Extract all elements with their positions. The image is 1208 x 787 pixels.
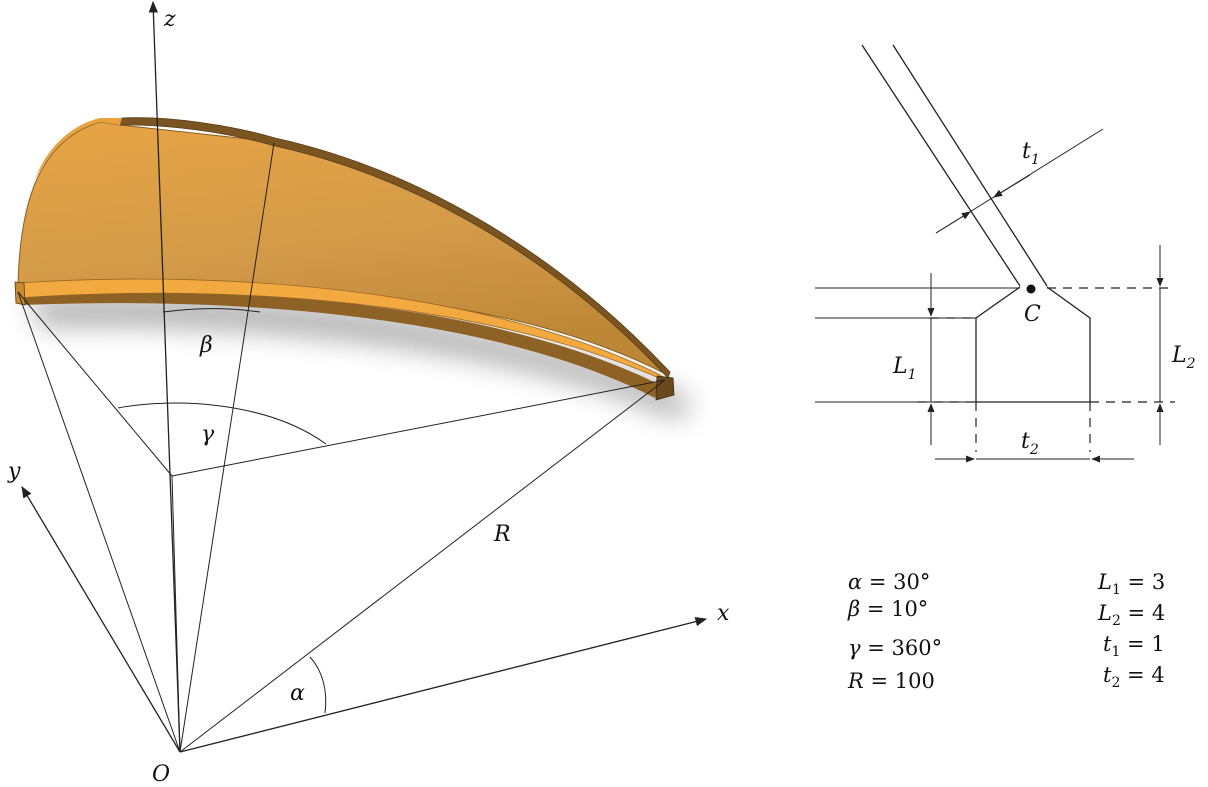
t1-arrow-right bbox=[993, 174, 1031, 198]
construction-lines bbox=[17, 142, 666, 753]
t1-label: t1 bbox=[1022, 139, 1040, 168]
param-t1: t1 = 1 bbox=[1103, 632, 1165, 660]
wall-left-line bbox=[861, 44, 1021, 287]
z-axis-label: z bbox=[163, 7, 176, 32]
shell-shadow bbox=[30, 298, 690, 420]
radius-label: R bbox=[493, 522, 511, 547]
beta-label: β bbox=[199, 333, 213, 358]
cross-section bbox=[815, 44, 1175, 463]
line-o-to-left-edge bbox=[17, 291, 181, 753]
y-axis-label: y bbox=[7, 459, 21, 484]
alpha-arc bbox=[309, 656, 327, 714]
line-center-to-left bbox=[17, 291, 173, 477]
line-o-to-right-edge bbox=[179, 379, 666, 753]
l2-label: L2 bbox=[1171, 343, 1196, 372]
t1-arrow-left bbox=[935, 211, 971, 234]
param-radius: R = 100 bbox=[847, 669, 935, 693]
flange-profile bbox=[975, 286, 1091, 403]
y-axis bbox=[21, 485, 181, 753]
line-o-to-apex bbox=[179, 142, 275, 753]
gamma-label: γ bbox=[201, 422, 215, 447]
parameter-list-left: α = 30° β = 10° γ = 360° R = 100 bbox=[847, 570, 942, 693]
alpha-label: α bbox=[290, 681, 305, 706]
x-axis-label: x bbox=[717, 601, 730, 626]
l1-label: L1 bbox=[892, 354, 917, 383]
param-l2: L2 = 4 bbox=[1097, 601, 1165, 629]
z-axis bbox=[148, 0, 181, 753]
shell-rim-top-left bbox=[35, 118, 122, 180]
beta-arc bbox=[162, 308, 261, 313]
centroid-point bbox=[1026, 284, 1036, 294]
gamma-arc bbox=[117, 402, 327, 445]
param-beta: β = 10° bbox=[847, 597, 928, 621]
t2-label: t2 bbox=[1021, 429, 1039, 458]
axes bbox=[21, 0, 708, 753]
c-label: C bbox=[1024, 302, 1041, 327]
shell-3d-view bbox=[14, 117, 690, 420]
param-gamma: γ = 360° bbox=[848, 636, 942, 660]
parameter-list-right: L1 = 3 L2 = 4 t1 = 1 t2 = 4 bbox=[1097, 570, 1165, 691]
shell-rim-front-lower bbox=[18, 293, 660, 398]
shell-end-cap-left bbox=[14, 281, 26, 306]
shell-end-cap-right bbox=[655, 375, 675, 401]
origin-label: O bbox=[152, 762, 170, 787]
param-alpha: α = 30° bbox=[848, 570, 930, 594]
line-center-to-right bbox=[171, 379, 666, 477]
shell-rim-top bbox=[119, 117, 671, 379]
x-axis bbox=[179, 617, 708, 753]
param-t2: t2 = 4 bbox=[1103, 663, 1165, 691]
param-l1: L1 = 3 bbox=[1097, 570, 1165, 598]
wall-right-line bbox=[892, 44, 1048, 287]
